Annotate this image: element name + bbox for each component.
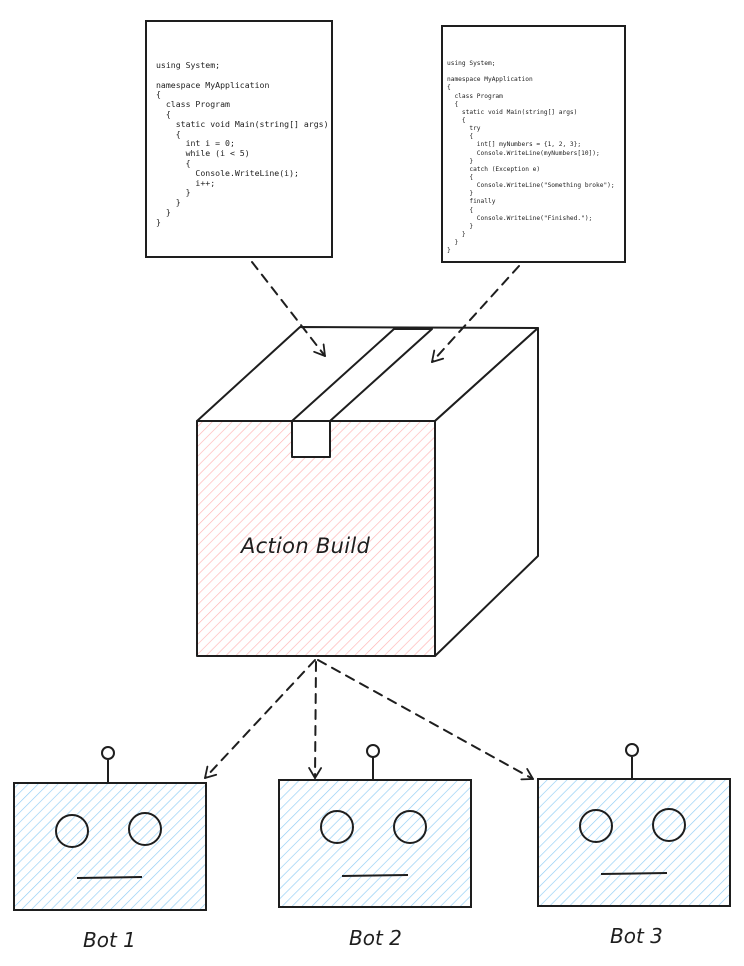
code-snippet-card-2: using System;namespace MyApplication{ cl… — [441, 25, 626, 263]
code-line: static void Main(string[] args) — [447, 108, 578, 116]
code-line: } — [156, 187, 191, 198]
code-line: } — [447, 230, 466, 238]
bot-right-eye — [128, 812, 162, 846]
box-tape-flap — [291, 420, 331, 458]
bot-left-eye — [320, 810, 354, 844]
code-line: catch (Exception e) — [447, 165, 541, 173]
bot-3 — [537, 743, 731, 907]
code-line: { — [447, 100, 459, 108]
arrow-code1-to-box — [251, 261, 326, 357]
code-line: namespace MyApplication — [447, 76, 533, 84]
code-line: } — [447, 222, 474, 230]
bot-left-eye — [55, 814, 89, 848]
code-snippet-card-1: using System;namespace MyApplication{ cl… — [145, 20, 333, 258]
code-line: { — [156, 157, 191, 168]
bot-body — [278, 779, 472, 908]
code-line: { — [156, 128, 181, 139]
code-line: Console.WriteLine(myNumbers[10]); — [447, 149, 600, 157]
code-line: { — [447, 133, 474, 141]
code-line: while (i < 5) — [156, 148, 250, 159]
bot-antenna-tip — [625, 743, 639, 757]
input-arrows — [251, 261, 520, 363]
bot-right-eye — [652, 808, 686, 842]
bot-mouth — [600, 872, 668, 875]
code-line: class Program — [156, 99, 230, 110]
action-build-box — [196, 326, 539, 657]
code-line: } — [447, 239, 459, 247]
arrow-box-to-bot2 — [308, 661, 322, 779]
code-line: int i = 0; — [156, 138, 235, 149]
code-line: { — [156, 89, 161, 100]
code-line: } — [447, 157, 474, 165]
code-line: i++; — [156, 177, 216, 188]
code-line: } — [156, 197, 181, 208]
bot-label-3: Bot 3 — [610, 924, 663, 948]
code-line: static void Main(string[] args) — [156, 118, 329, 129]
code-line: { — [447, 84, 451, 92]
arrow-box-to-bot1 — [204, 659, 316, 779]
code-line: class Program — [447, 92, 503, 100]
bot-antenna-tip — [366, 744, 380, 758]
bot-mouth — [341, 874, 409, 877]
code-line: { — [447, 173, 474, 181]
box-front-face — [196, 420, 436, 657]
bot-right-eye — [393, 810, 427, 844]
arrow-code2-to-box — [431, 265, 520, 363]
code-line: { — [447, 206, 474, 214]
arrow-box-to-bot3 — [317, 659, 534, 781]
bot-label-1: Bot 1 — [83, 928, 136, 952]
code-line: finally — [447, 198, 496, 206]
bot-left-eye — [579, 809, 613, 843]
code-line: Console.WriteLine("Something broke"); — [447, 182, 615, 190]
code-line: using System; — [447, 60, 496, 67]
bot-mouth — [76, 876, 143, 879]
code-line: } — [447, 247, 451, 255]
bot-label-2: Bot 2 — [349, 926, 402, 950]
code-line: } — [156, 216, 161, 227]
code-line: int[] myNumbers = {1, 2, 3}; — [447, 141, 582, 149]
code-line: { — [447, 116, 466, 124]
code-line: } — [156, 206, 171, 217]
bot-2 — [278, 744, 472, 908]
code-line: namespace MyApplication — [156, 79, 270, 90]
code-line: Console.WriteLine("Finished."); — [447, 214, 593, 222]
code-line: using System; — [156, 60, 221, 70]
output-arrows — [204, 659, 534, 781]
bot-body — [537, 778, 731, 907]
box-side-face — [434, 327, 539, 657]
code-line: try — [447, 125, 481, 133]
bot-antenna-tip — [101, 746, 115, 760]
code-line: } — [447, 190, 474, 198]
code-line: Console.WriteLine(i); — [156, 167, 299, 178]
bot-body — [13, 782, 207, 911]
bot-1 — [13, 746, 207, 911]
code-line — [447, 68, 624, 76]
box-label: Action Build — [241, 534, 371, 558]
code-line: { — [156, 108, 171, 119]
